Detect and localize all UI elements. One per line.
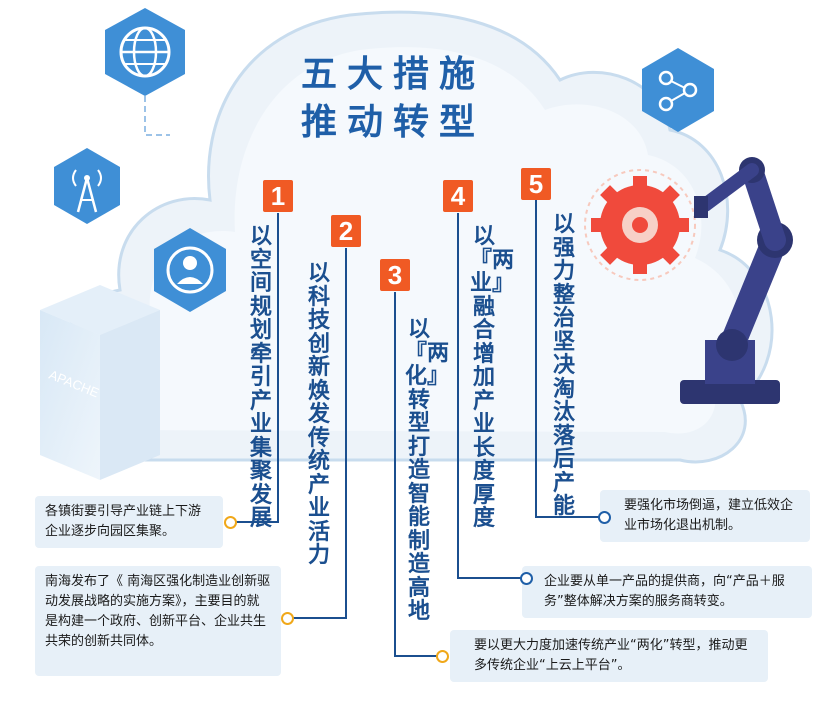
measure-1-text: 以空间规划牵引产业集聚发展 (249, 224, 272, 531)
connector-dot-2 (281, 612, 294, 625)
robot-arm-icon (680, 157, 793, 404)
cloud-inner-shape (92, 47, 741, 434)
note-measure-3: 要以更大力度加速传统产业“两化”转型，推动更多传统企业“上云上平台”。 (450, 630, 768, 682)
title-line-1: 五大措施 (300, 53, 485, 95)
connector-dot-1 (224, 516, 237, 529)
connector-dot-5 (598, 511, 611, 524)
measure-4-text: 以『两业』融合增加产业长度厚度 (470, 224, 515, 531)
connector-dot-3 (436, 650, 449, 663)
server-rack-icon: APACHE (40, 285, 160, 480)
measure-1-number: 1 (263, 180, 293, 212)
connector-lines (232, 200, 604, 657)
connector-dot-4 (520, 572, 533, 585)
measure-3-number: 3 (380, 259, 410, 291)
gear-icon (584, 169, 696, 281)
note-measure-4: 企业要从单一产品的提供商，向“产品＋服务”整体解决方案的服务商转变。 (522, 566, 812, 618)
globe-icon (105, 8, 185, 96)
user-icon (154, 228, 226, 312)
measure-3-text: 以『两化』转型打造智能制造高地 (405, 317, 450, 624)
measure-5-number: 5 (521, 168, 551, 200)
note-measure-1: 各镇街要引导产业链上下游企业逐步向园区集聚。 (35, 496, 223, 548)
measure-5-text: 以强力整治坚决淘汰落后产能 (552, 212, 575, 519)
measure-4-number: 4 (443, 180, 473, 212)
note-measure-2: 南海发布了《 南海区强化制造业创新驱动发展战略的实施方案》，主要目的就是构建一个… (35, 566, 281, 676)
note-measure-5: 要强化市场倒逼，建立低效企业市场化退出机制。 (600, 490, 810, 542)
network-icon (642, 48, 714, 132)
signal-tower-icon (54, 148, 120, 224)
measure-2-text: 以科技创新焕发传统产业活力 (307, 261, 330, 568)
title-line-2: 推动转型 (300, 101, 485, 143)
measure-2-number: 2 (331, 215, 361, 247)
